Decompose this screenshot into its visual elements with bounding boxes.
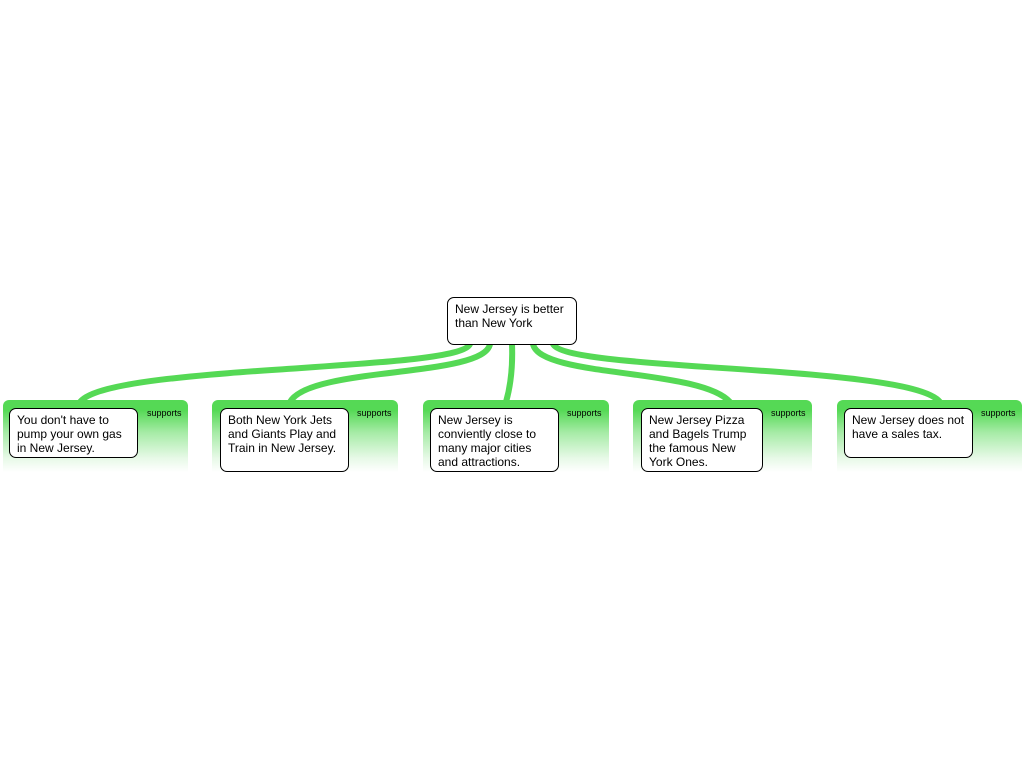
- reason-node-5[interactable]: New Jersey does not have a sales tax.: [844, 408, 973, 458]
- connector-reason-4: [530, 341, 733, 405]
- relation-label-3: supports: [567, 408, 602, 418]
- main-claim-text: New Jersey is better than New York: [455, 302, 564, 330]
- connector-reason-1: [77, 341, 473, 405]
- reason-node-4[interactable]: New Jersey Pizza and Bagels Trump the fa…: [641, 408, 763, 472]
- reason-text-5: New Jersey does not have a sales tax.: [852, 413, 965, 441]
- relation-label-5: supports: [981, 408, 1016, 418]
- reason-text-2: Both New York Jets and Giants Play and T…: [228, 413, 337, 455]
- relation-label-1: supports: [147, 408, 182, 418]
- main-claim-node[interactable]: New Jersey is better than New York: [447, 297, 577, 345]
- reason-text-1: You don't have to pump your own gas in N…: [17, 413, 122, 455]
- reason-text-3: New Jersey is conviently close to many m…: [438, 413, 537, 469]
- reason-node-3[interactable]: New Jersey is conviently close to many m…: [430, 408, 559, 472]
- relation-label-2: supports: [357, 408, 392, 418]
- reason-node-1[interactable]: You don't have to pump your own gas in N…: [9, 408, 138, 458]
- reason-node-2[interactable]: Both New York Jets and Giants Play and T…: [220, 408, 349, 472]
- connector-reason-2: [287, 341, 493, 405]
- connector-reason-5: [550, 341, 943, 405]
- relation-label-4: supports: [771, 408, 806, 418]
- connector-reason-3: [503, 341, 516, 405]
- reason-text-4: New Jersey Pizza and Bagels Trump the fa…: [649, 413, 747, 469]
